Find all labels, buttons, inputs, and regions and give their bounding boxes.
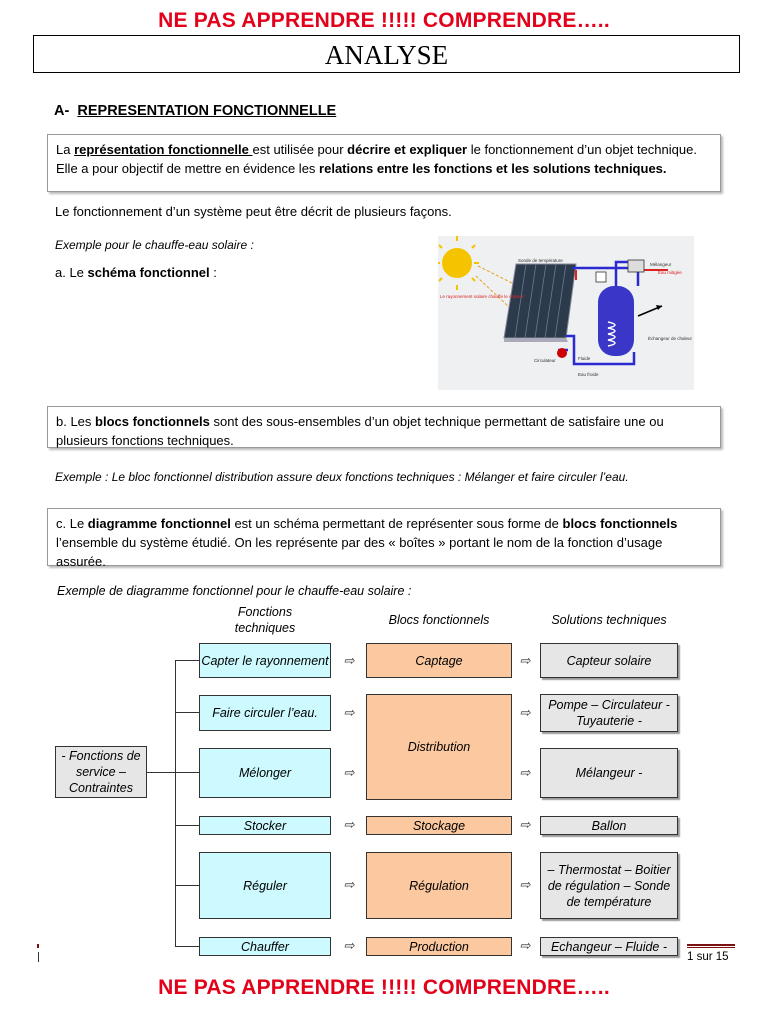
- arrow-icon: ⇨: [519, 705, 531, 720]
- arrow-icon: ⇨: [343, 938, 355, 953]
- text: c. Le: [56, 516, 88, 531]
- connector-line: [175, 660, 199, 661]
- arrow-icon: ⇨: [343, 817, 355, 832]
- arrow-icon: ⇨: [343, 877, 355, 892]
- solution-box-echangeur: Echangeur – Fluide -: [540, 937, 678, 956]
- storage-tank-icon: [598, 286, 634, 356]
- function-box-capter: Capter le rayonnement: [199, 643, 331, 678]
- term: schéma fonctionnel: [87, 265, 210, 280]
- definition-box: La représentation fonctionnelle est util…: [47, 134, 721, 192]
- page-title: ANALYSE: [33, 35, 740, 73]
- section-prefix: A-: [54, 103, 70, 119]
- example-label: Exemple pour le chauffe-eau solaire :: [55, 238, 254, 252]
- term: décrire et expliquer: [347, 142, 468, 157]
- label-eau-chaude: Eau mitigée: [658, 270, 682, 275]
- term: diagramme fonctionnel: [87, 516, 231, 531]
- arrow-icon: ⇨: [519, 817, 531, 832]
- text: l’ensemble du système étudié. On les rep…: [56, 535, 663, 569]
- footer-rule: [687, 944, 735, 948]
- arrow-icon: ⇨: [519, 877, 531, 892]
- block-box-production: Production: [366, 937, 512, 956]
- solar-heater-schematic-image: Sonde de température Mélangeur Eau mitig…: [435, 236, 694, 390]
- schematic-svg: Sonde de température Mélangeur Eau mitig…: [435, 236, 693, 377]
- function-box-stocker: Stocker: [199, 816, 331, 835]
- blocs-definition-box: b. Les blocs fonctionnels sont des sous-…: [47, 406, 721, 448]
- arrow-icon: ⇨: [343, 705, 355, 720]
- label-eau-froide: Eau froide: [578, 372, 599, 377]
- label-melangeur: Mélangeur: [650, 262, 672, 267]
- connector-line: [175, 772, 199, 773]
- solution-box-melangeur: Mélangeur -: [540, 748, 678, 798]
- text: a. Le: [55, 265, 88, 280]
- solution-box-regulation: – Thermostat – Boitier de régulation – S…: [540, 852, 678, 919]
- mixer-icon: [627, 259, 645, 273]
- block-box-distribution: Distribution: [366, 694, 512, 800]
- label-circulateur: Circulateur: [534, 358, 556, 363]
- text: est un schéma permettant de représenter …: [230, 516, 563, 531]
- connector-line: [175, 712, 199, 713]
- paragraph: Le fonctionnement d’un système peut être…: [55, 204, 452, 219]
- function-box-reguler: Réguler: [199, 852, 331, 919]
- solution-box-ballon: Ballon: [540, 816, 678, 835]
- label-rayonnement: Le rayonnement solaire chauffe le capteu…: [440, 294, 524, 299]
- block-box-stockage: Stockage: [366, 816, 512, 835]
- arrow-icon: ⇨: [519, 938, 531, 953]
- text: est utilisée pour: [252, 142, 348, 157]
- section-title: REPRESENTATION FONCTIONNELLE: [77, 103, 337, 119]
- text: :: [209, 265, 217, 280]
- text: le fonctionnement d’un objet technique. …: [56, 142, 697, 176]
- example-c: Exemple de diagramme fonctionnel pour le…: [57, 584, 412, 598]
- diagram-definition-box: c. Le diagramme fonctionnel est un schém…: [47, 508, 721, 569]
- connector-line: [175, 825, 199, 826]
- column-header-blocks: Blocs fonctionnels: [388, 613, 490, 627]
- connector-line: [175, 660, 176, 947]
- term: blocs fonctionnels: [95, 414, 210, 429]
- function-box-chauffer: Chauffer: [199, 937, 331, 956]
- connector-line: [175, 885, 199, 886]
- example-b: Exemple : Le bloc fonctionnel distributi…: [55, 470, 629, 484]
- item-a: a. Le schéma fonctionnel :: [55, 265, 217, 280]
- arrow-icon: ⇨: [343, 653, 355, 668]
- term: relations entre les fonctions et les sol…: [319, 161, 667, 176]
- label-sonde: Sonde de température: [518, 258, 563, 263]
- column-header-functions: Fonctions techniques: [234, 605, 296, 635]
- warning-banner-top: NE PAS APPRENDRE !!!!! COMPRENDRE…..: [158, 9, 610, 32]
- function-box-faire-circuler: Faire circuler l’eau.: [199, 695, 331, 731]
- footer-mark: [37, 944, 39, 948]
- term: blocs fonctionnels: [562, 516, 678, 531]
- block-box-captage: Captage: [366, 643, 512, 678]
- sun-icon: [435, 236, 479, 290]
- connector-line: [147, 772, 175, 773]
- page-number: 1 sur 15: [687, 951, 729, 963]
- sensor-icon: [595, 271, 607, 283]
- section-heading: A- REPRESENTATION FONCTIONNELLE: [54, 103, 336, 119]
- text: b. Les: [56, 414, 96, 429]
- connector-line: [175, 946, 199, 947]
- pump-icon: [557, 348, 567, 358]
- label-echangeur: Échangeur de chaleur: [648, 335, 693, 341]
- column-header-solutions: Solutions techniques: [551, 613, 667, 627]
- solution-box-capteur: Capteur solaire: [540, 643, 678, 678]
- text: La: [56, 142, 75, 157]
- solution-box-pompe: Pompe – Circulateur - Tuyauterie -: [540, 694, 678, 732]
- arrow-icon: ⇨: [519, 653, 531, 668]
- solar-collector-icon: [503, 263, 577, 342]
- function-box-melanger: Mélonger: [199, 748, 331, 798]
- block-box-regulation: Régulation: [366, 852, 512, 919]
- warning-banner-bottom: NE PAS APPRENDRE !!!!! COMPRENDRE…..: [158, 976, 610, 999]
- term: représentation fonctionnelle: [74, 142, 253, 157]
- arrow-icon: ⇨: [519, 765, 531, 780]
- service-functions-box: - Fonctions de service – Contraintes: [55, 746, 147, 798]
- arrow-icon: ⇨: [343, 765, 355, 780]
- label-fluide: Fluide: [578, 356, 591, 361]
- text: sont des sous-ensembles d’un objet techn…: [56, 414, 664, 448]
- footer-mark: [38, 952, 39, 962]
